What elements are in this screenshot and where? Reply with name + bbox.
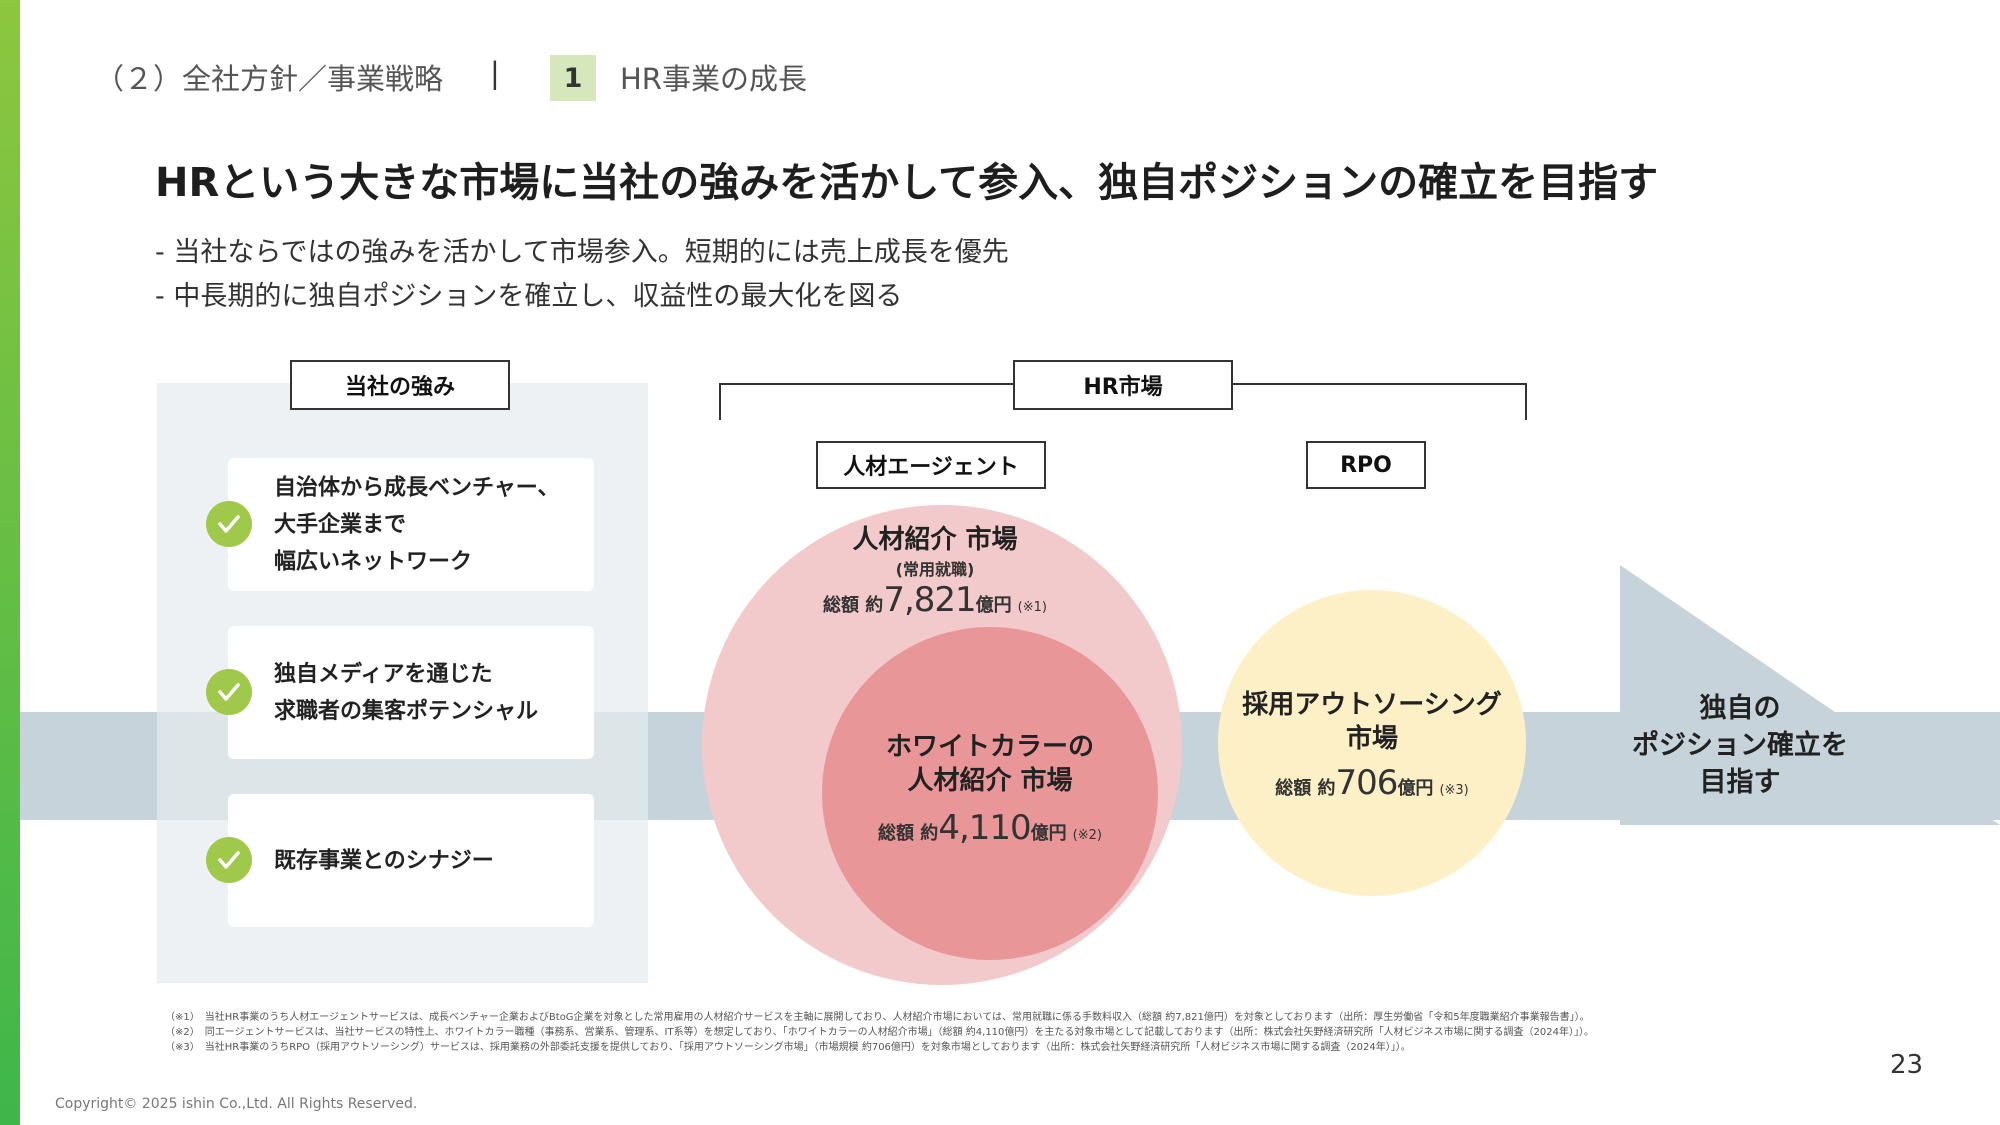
left-accent-bar [0, 0, 20, 1125]
placement-market-amount: 総額 約7,821億円(※1) [823, 580, 1047, 620]
section-number-badge: 1 [550, 55, 596, 101]
check-icon [206, 669, 252, 715]
rpo-label: RPO [1306, 441, 1426, 489]
strength-card-1: 自治体から成長ベンチャー、 大手企業まで 幅広いネットワーク [228, 458, 594, 591]
strength-text-1: 自治体から成長ベンチャー、 大手企業まで 幅広いネットワーク [274, 475, 560, 574]
bullet-1: - 当社ならではの強みを活かして市場参入。短期的には売上成長を優先 [155, 237, 1009, 268]
white-collar-market-circle [822, 627, 1158, 960]
check-icon [206, 837, 252, 883]
placement-market-sub: (常用就職) [895, 560, 975, 579]
rpo-market-title: 採用アウトソーシング 市場 [1242, 690, 1502, 754]
page-number: 23 [1890, 1050, 1924, 1080]
white-collar-market-title: ホワイトカラーの 人材紹介 市場 [885, 732, 1094, 796]
page-title: HRという大きな市場に当社の強みを活かして参入、独自ポジションの確立を目指す [155, 160, 1659, 206]
footnote-1: （※1） 当社HR事業のうち人材エージェントサービスは、成長ベンチャー企業および… [165, 1012, 1590, 1023]
strength-card-2: 独自メディアを通じた 求職者の集客ポテンシャル [228, 626, 594, 759]
goal-text: 独自の ポジション確立を 目指す [1632, 693, 1848, 798]
strength-text-3: 既存事業とのシナジー [274, 848, 494, 873]
strengths-label: 当社の強み [290, 360, 510, 410]
rpo-market-circle [1218, 590, 1526, 896]
header-separator: | [490, 56, 500, 90]
placement-market-title: 人材紹介 市場 [852, 525, 1018, 555]
footnote-2: （※2） 同エージェントサービスは、当社サービスの特性上、ホワイトカラー職種（事… [165, 1027, 1594, 1038]
white-collar-market-amount: 総額 約4,110億円(※2) [878, 808, 1102, 848]
section-subtitle: HR事業の成長 [620, 62, 807, 96]
copyright: Copyright© 2025 ishin Co.,Ltd. All Right… [55, 1096, 418, 1112]
strength-card-3: 既存事業とのシナジー [228, 794, 594, 927]
strength-text-2: 独自メディアを通じた 求職者の集客ポテンシャル [274, 661, 539, 724]
rpo-market-amount: 総額 約706億円(※3) [1275, 763, 1469, 803]
section-label: （２）全社方針／事業戦略 [95, 62, 444, 96]
goal-arrow-shape [1620, 565, 2000, 825]
hr-market-label: HR市場 [1013, 360, 1233, 410]
bullet-2: - 中長期的に独自ポジションを確立し、収益性の最大化を図る [155, 281, 903, 312]
footnote-3: （※3） 当社HR事業のうちRPO（採用アウトソーシング）サービスは、採用業務の… [165, 1042, 1411, 1053]
check-icon [206, 501, 252, 547]
agent-label: 人材エージェント [816, 441, 1046, 489]
